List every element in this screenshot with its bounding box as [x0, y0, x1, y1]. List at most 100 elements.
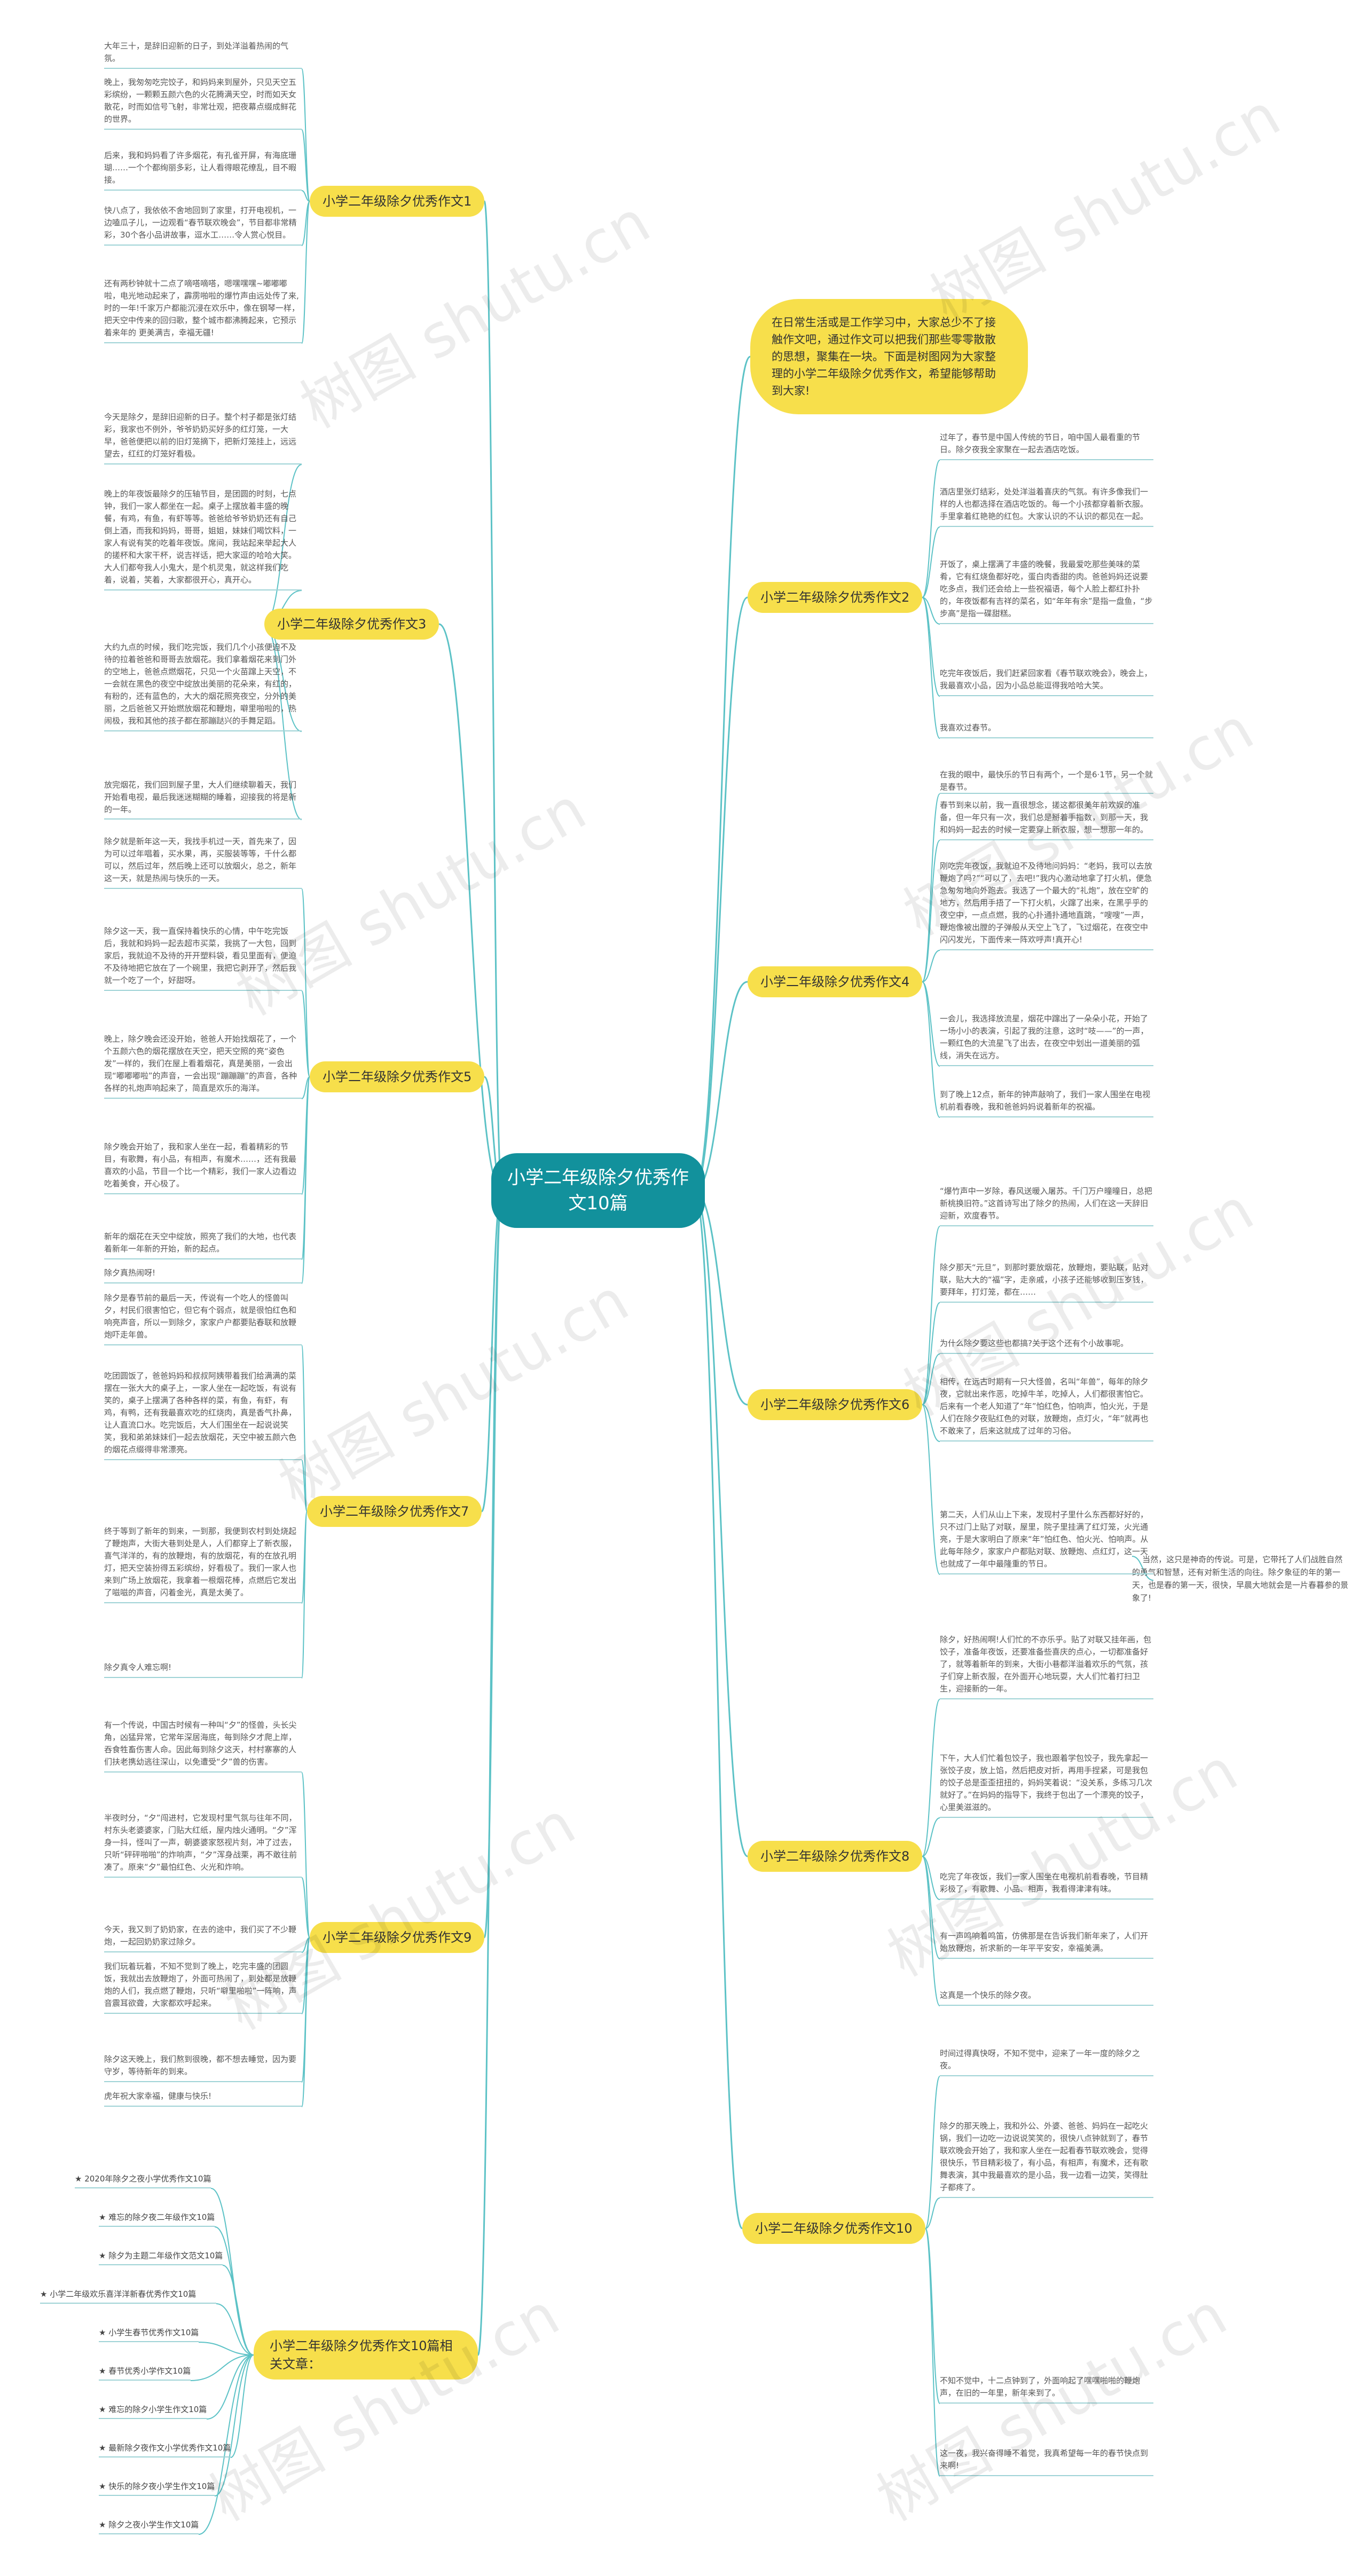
essay-paragraph: 时间过得真快呀，不知不觉中，迎来了一年一度的除夕之夜。 [940, 2047, 1153, 2076]
essay-paragraph: 除夕是春节前的最后一天，传说有一个吃人的怪兽叫夕，村民们很害怕它，但它有个弱点，… [104, 1292, 302, 1345]
related-article-link[interactable]: ★ 小学生春节优秀作文10篇 [99, 2327, 199, 2342]
related-article-link[interactable]: ★ 2020年除夕之夜小学优秀作文10篇 [75, 2173, 211, 2188]
connector-line [925, 2228, 940, 2404]
connector-line [922, 597, 940, 739]
connector-line [922, 597, 940, 625]
essay-paragraph: 一会儿，我选择放流星，烟花中蹿出了一朵朵小花，开始了一场小小的表演，引起了我的注… [940, 1013, 1153, 1066]
related-article-link[interactable]: ★ 小学二年级欢乐喜洋洋新春优秀作文10篇 [40, 2288, 216, 2304]
essay-paragraph: 除夕就是新年这一天，我找手机过一天，首先来了，因为可以过年唱着，买水果，再，买服… [104, 836, 302, 889]
connector-line [922, 1302, 940, 1405]
branch-label: 小学二年级除夕优秀作文4 [760, 974, 910, 989]
connector-line [922, 1404, 940, 1442]
connector-line [922, 950, 940, 982]
related-article-link[interactable]: ★ 除夕之夜小学生作文10篇 [99, 2519, 199, 2534]
connector-line [301, 190, 310, 202]
branch-essay-5[interactable]: 小学二年级除夕优秀作文5 [310, 1061, 485, 1092]
root-topic[interactable]: 小学二年级除夕优秀作文10篇 [491, 1153, 705, 1228]
essay-paragraph: 吃团圆饭了，爸爸妈妈和叔叔阿姨带着我们给满满的菜摆在一张大大的桌子上，一家人坐在… [104, 1370, 302, 1460]
connector-line [694, 356, 751, 1192]
essay-paragraph: 大约九点的时候，我们吃完饭，我们几个小孩便迫不及待的拉着爸爸和哥哥去放烟花。我们… [104, 641, 302, 731]
essay-paragraph: 除夕的那天晚上，我和外公、外婆、爸爸、妈妈在一起吃火锅，我们一边吃一边说说笑笑的… [940, 2120, 1153, 2199]
connector-line [922, 1856, 940, 1900]
connector-line [438, 623, 502, 1192]
connector-line [922, 1353, 940, 1405]
essay-paragraph: 除夕真热闹呀! [104, 1267, 302, 1283]
connector-line [214, 2354, 254, 2496]
connector-line [190, 2354, 254, 2381]
essay-paragraph: “爆竹声中一岁除，春风送暖入屠苏。千门万户曈曈日，总把新桃换旧符。”这首诗写出了… [940, 1185, 1153, 1226]
essay-paragraph: 这一夜，我兴奋得睡不着觉，我真希望每一年的春节快点到来啊! [940, 2447, 1153, 2476]
branch-label: 小学二年级除夕优秀作文10 [755, 2221, 913, 2236]
connector-line [693, 1189, 743, 2230]
intro-text: 在日常生活或是工作学习中，大家总少不了接触作文吧，通过作文可以把我们那些零零散散… [772, 316, 996, 397]
branch-label: 小学二年级除夕优秀作文9 [323, 1930, 472, 1945]
related-article-link[interactable]: ★ 春节优秀小学作文10篇 [99, 2365, 191, 2381]
related-article-link[interactable]: ★ 快乐的除夕夜小学生作文10篇 [99, 2480, 215, 2496]
essay-paragraph: 还有两秒钟就十二点了嘀嗒嘀嗒，嗯嘿嘿嘿~嘟嘟嘟啦，电光地动起来了，霹雳啪啦的爆竹… [104, 278, 302, 343]
connector-line [210, 2188, 254, 2356]
essay-paragraph: 开饭了，桌上摆满了丰盛的晚餐，我最爱吃那些美味的菜肴，它有红烧鱼都好吃，蛋白肉香… [940, 558, 1153, 624]
connector-line [301, 1877, 310, 1938]
branch-label: 小学二年级除夕优秀作文8 [760, 1849, 910, 1864]
branch-label: 小学二年级除夕优秀作文2 [760, 590, 910, 605]
related-article-link[interactable]: ★ 难忘的除夕小学生作文10篇 [99, 2404, 207, 2419]
related-article-link[interactable]: ★ 最新除夕夜作文小学优秀作文10篇 [99, 2442, 231, 2457]
essay-paragraph: 不知不觉中，十二点钟到了，外面响起了嘿嘿啪啪的鞭炮声，在旧的一年里，新年来到了。 [940, 2375, 1153, 2404]
essay-paragraph: 为什么除夕要这些也都搞?关于这个还有个小故事呢。 [940, 1337, 1153, 1354]
related-article-link[interactable]: ★ 难忘的除夕夜二年级作文10篇 [99, 2211, 215, 2227]
connector-line [925, 2197, 940, 2229]
branch-related-articles[interactable]: 小学二年级除夕优秀作文10篇相关文章： [254, 2330, 478, 2380]
essay-paragraph: 除夕这天晚上，我们熬到很晚，都不想去睡觉，因为要守岁，等待新年的到来。 [104, 2053, 302, 2082]
connector-line [922, 840, 940, 982]
connector-line [301, 201, 310, 344]
related-article-link[interactable]: ★ 除夕为主题二年级作文范文10篇 [99, 2250, 223, 2265]
branch-essay-3[interactable]: 小学二年级除夕优秀作文3 [264, 609, 439, 640]
branch-essay-2[interactable]: 小学二年级除夕优秀作文2 [748, 582, 923, 613]
connector-line [922, 526, 940, 598]
connector-line [301, 990, 310, 1077]
branch-essay-1[interactable]: 小学二年级除夕优秀作文1 [310, 186, 485, 217]
essay-paragraph: 酒店里张灯结彩，处处洋溢着喜庆的气氛。有许多像我们一样的人也都选择在酒店吃饭的。… [940, 486, 1153, 527]
essay-paragraph: 晚上的年夜饭最除夕的压轴节目，是团圆的时刻，七点钟，我们一家人都坐在一起。桌子上… [104, 488, 302, 590]
connector-line [230, 2354, 254, 2458]
branch-label: 小学二年级除夕优秀作文7 [320, 1504, 469, 1519]
branch-essay-6[interactable]: 小学二年级除夕优秀作文6 [748, 1389, 923, 1420]
branch-essay-7[interactable]: 小学二年级除夕优秀作文7 [307, 1496, 482, 1527]
essay-paragraph: 刚吃完年夜饭，我就迫不及待地问妈妈：“老妈，我可以去放鞭炮了吗?”“可以了，去吧… [940, 860, 1153, 951]
connector-line [301, 201, 310, 246]
connector-line [922, 1404, 940, 1575]
essay-paragraph: 除夕晚会开始了，我和家人坐在一起，看着精彩的节目，有歌舞，有小品，有相声，有魔术… [104, 1141, 302, 1195]
branch-label: 小学二年级除夕优秀作文5 [323, 1069, 472, 1084]
connector-line [216, 2303, 254, 2356]
connector-line [922, 1856, 940, 1959]
essay-paragraph: 除夕真令人难忘啊! [104, 1661, 302, 1679]
branch-essay-10[interactable]: 小学二年级除夕优秀作文10 [742, 2213, 925, 2244]
essay-paragraph: 除夕那天“元旦”，到那时要放烟花，放鞭炮，要贴联，贴对联，贴大大的“福”字，走亲… [940, 1262, 1153, 1303]
connector-line [922, 981, 940, 1118]
connector-line [922, 1817, 940, 1857]
essay-paragraph: 第二天，人们从山上下来，发现村子里什么东西都好好的，只不过门上贴了对联，屋里，院… [940, 1509, 1153, 1575]
connector-line [922, 1226, 940, 1405]
essay-paragraph: 半夜时分，“夕”闯进村，它发现村里气氛与往年不同，村东头老婆婆家，门贴大红纸，屋… [104, 1812, 302, 1878]
essay-paragraph: 晚上，除夕晚会还没开始，爸爸人开始找烟花了，一个个五颜六色的烟花摆放在天空，把天… [104, 1033, 302, 1099]
connector-line [922, 981, 940, 1067]
essay-paragraph: 吃完年夜饭后，我们赶紧回家看《春节联欢晚会》，晚会上，我最喜欢小品，因为小品总能… [940, 667, 1153, 696]
branch-essay-4[interactable]: 小学二年级除夕优秀作文4 [748, 966, 923, 997]
branch-essay-9[interactable]: 小学二年级除夕优秀作文9 [310, 1922, 485, 1953]
connector-line [301, 1076, 310, 1284]
connector-line [483, 200, 503, 1192]
connector-line [206, 2354, 254, 2420]
essay-paragraph: 在我的眼中，最快乐的节日有两个，一个是6·1节，另一个就是春节。 [940, 769, 1153, 794]
essay-paragraph: 我们玩着玩着，不知不觉到了晚上，吃完丰盛的团圆饭，我就出去放鞭炮了，外面可热闹了… [104, 1960, 302, 2014]
essay-paragraph: 这真是一个快乐的除夕夜。 [940, 1989, 1153, 2006]
connector-line [301, 1460, 308, 1512]
branch-essay-8[interactable]: 小学二年级除夕优秀作文8 [748, 1841, 923, 1872]
essay-paragraph: 今天是除夕，是辞旧迎新的日子。整个村子都是张灯结彩，我家也不例外，爷爷奶奶买好多… [104, 411, 302, 464]
connector-line [198, 2342, 254, 2356]
connector-line [222, 2265, 254, 2356]
intro-bubble[interactable]: 在日常生活或是工作学习中，大家总少不了接触作文吧，通过作文可以把我们那些零零散散… [750, 299, 1028, 414]
connector-line [922, 460, 940, 598]
essay-paragraph: 除夕，好热闹啊!人们忙的不亦乐乎。贴了对联又挂年画，包饺子，准备年夜饭，还要准备… [940, 1634, 1153, 1699]
connector-line [1132, 1556, 1154, 1581]
essay-paragraph: 今天，我又到了奶奶家，在去的途中，我们买了不少鞭炮，一起回奶奶家过除夕。 [104, 1924, 302, 1952]
